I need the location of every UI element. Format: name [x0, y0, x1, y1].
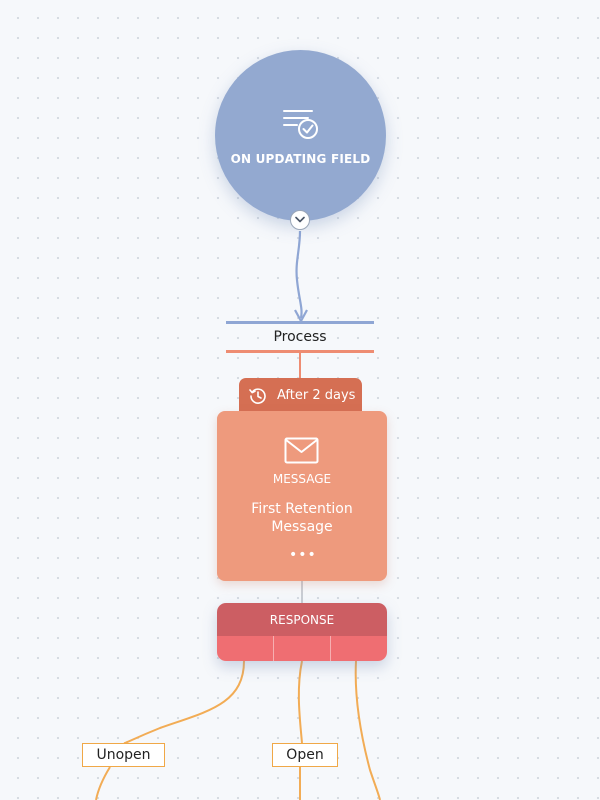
expand-toggle[interactable]: [290, 210, 310, 230]
message-title: First Retention Message: [251, 501, 353, 535]
more-options-button[interactable]: •••: [289, 547, 317, 563]
message-card[interactable]: MESSAGE First Retention Message •••: [217, 411, 387, 581]
unopen-connector-continued: [95, 766, 111, 800]
process-divider-bottom: [226, 350, 374, 353]
branch-label-unopen[interactable]: Unopen: [82, 743, 165, 767]
response-output-slot-2[interactable]: [274, 636, 331, 661]
filter-check-icon: [283, 110, 318, 139]
response-output-slot-3[interactable]: [331, 636, 387, 661]
process-divider-top: [226, 321, 374, 324]
open-connector: [297, 660, 303, 744]
trigger-label: ON UPDATING FIELD: [230, 152, 371, 166]
response-block[interactable]: RESPONSE: [217, 603, 387, 661]
trigger-connector: [295, 230, 303, 319]
envelope-icon: [284, 437, 319, 464]
delay-label: After 2 days: [277, 388, 356, 403]
branch-label-open[interactable]: Open: [272, 743, 338, 767]
response-output-slot-1[interactable]: [217, 636, 274, 661]
response-header[interactable]: RESPONSE: [217, 603, 387, 636]
history-clock-icon: [249, 388, 266, 404]
unopen-connector: [122, 660, 245, 745]
process-label[interactable]: Process: [273, 329, 327, 345]
message-type-label: MESSAGE: [272, 472, 332, 486]
chevron-down-icon: [295, 216, 305, 223]
trigger-node[interactable]: ON UPDATING FIELD: [215, 50, 386, 221]
delay-tab[interactable]: After 2 days: [239, 378, 362, 414]
third-branch-connector: [354, 660, 381, 800]
